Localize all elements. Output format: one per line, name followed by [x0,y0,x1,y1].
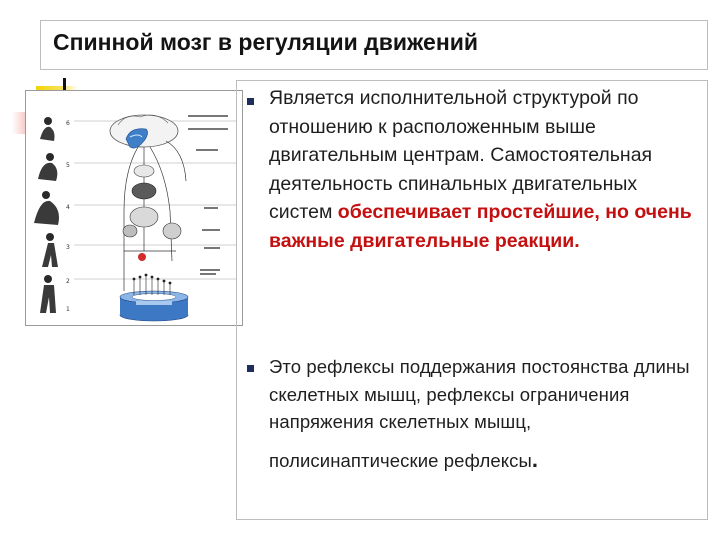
title-box: Спинной мозг в регуляции движений [40,20,708,70]
bullet-2-last: рефлексы [443,449,532,471]
bullet-text-1: Является исполнительной структурой по от… [269,84,699,255]
level-number: 2 [66,278,70,285]
brainstem-nuclei [122,164,182,240]
level-number: 4 [66,204,70,211]
bullet-marker [247,365,254,372]
content-box: Является исполнительной структурой по от… [236,80,708,520]
motor-control-diagram: 6 5 4 3 2 1 [25,90,243,326]
motor-neurons [133,275,171,295]
human-figure-3 [34,191,59,225]
diagram-labels [188,115,228,275]
bullet-text-2: Это рефлексы поддержания постоянства дли… [269,353,699,474]
cortex-blue-structure [125,128,148,149]
spinal-cord-cylinder [119,290,189,322]
diagram-svg: 6 5 4 3 2 1 [34,114,236,322]
human-figure-4 [42,233,58,267]
human-figure-1 [40,117,55,141]
level-number: 5 [66,162,70,169]
level-number: 3 [66,244,70,251]
bullet-2-dot: . [531,446,539,472]
slide-title: Спинной мозг в регуляции движений [53,29,478,55]
bullet-1-emphasis: обеспечивает простейшие, но очень важные… [269,201,692,252]
bullet-2-main: Это рефлексы поддержания постоянства дли… [269,356,690,471]
neuron-bodies [132,273,172,285]
human-figure-5 [40,275,56,313]
level-number: 1 [66,306,70,313]
level-number: 6 [66,120,70,127]
bullet-1-normal: Является исполнительной структурой по от… [269,87,653,223]
receptor-red-dot [138,253,146,261]
human-figure-2 [38,153,58,181]
bullet-marker [247,98,254,105]
